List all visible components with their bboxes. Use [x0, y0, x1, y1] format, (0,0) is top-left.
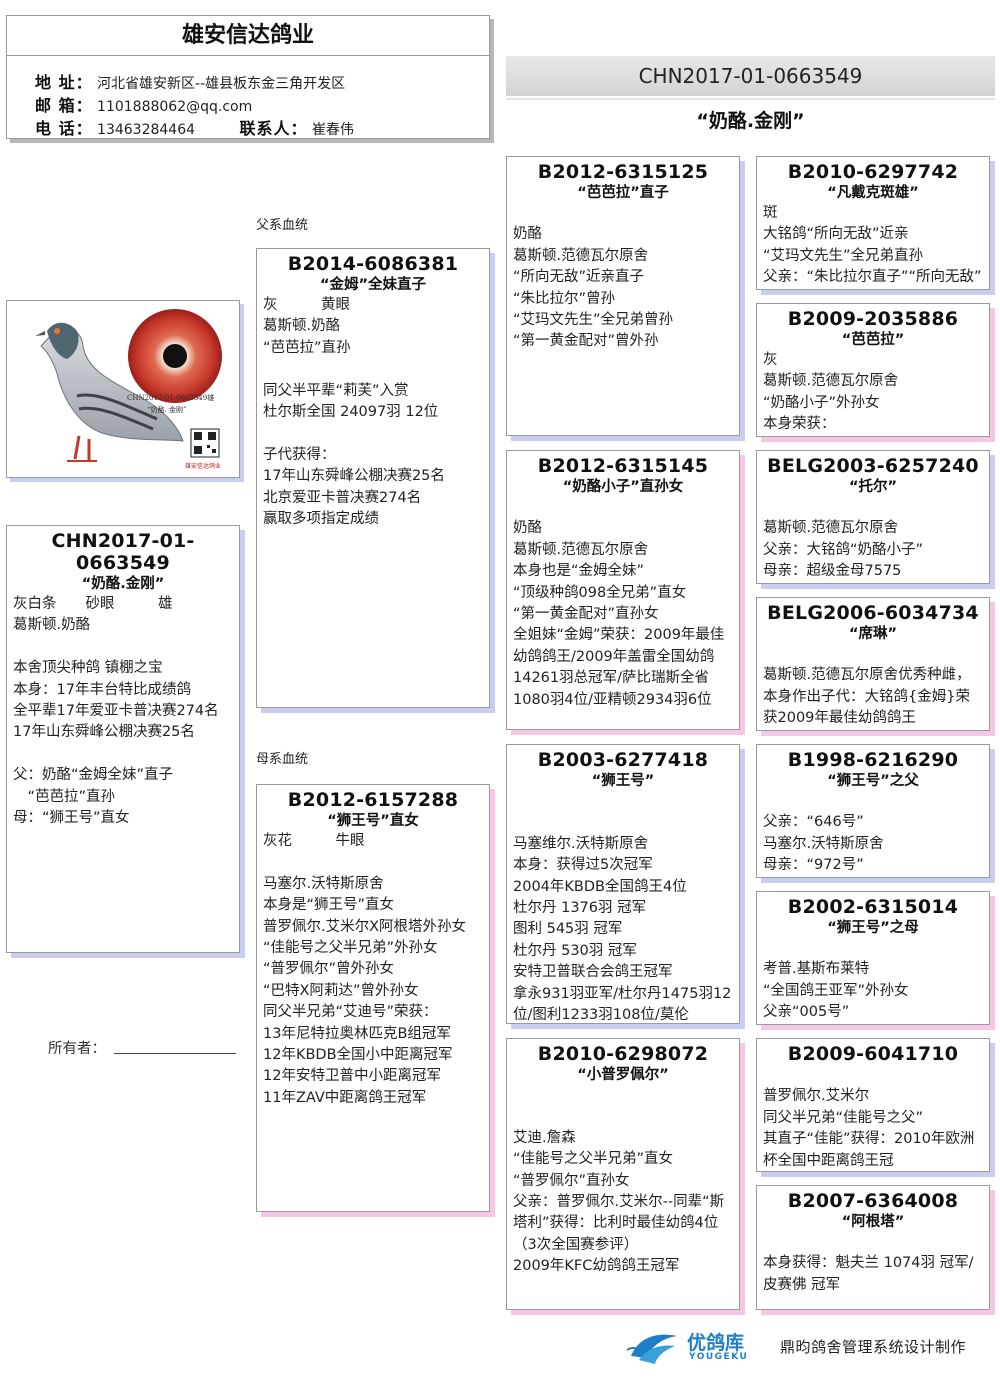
title-pigeon-name: “奶酪.金刚”	[696, 110, 805, 132]
dam-dam-ring: B2010-6298072	[537, 1043, 709, 1065]
dam-sire-card: B2003-6277418 “狮王号” 马塞维尔.沃特斯原舍 本身：获得过5次冠…	[506, 744, 740, 1024]
photo-logo-text: 雄安信达鸽业	[185, 463, 222, 470]
sss-card: B2010-6297742 “凡戴克斑雄” 斑 大铭鸽“所向无敌”近亲 “艾玛文…	[756, 156, 990, 290]
dss-details: 父亲：“646号” 马塞尔.沃特斯原舍 母亲：“972号”	[763, 814, 884, 874]
footer-brand-en: YOUGEKU	[689, 1352, 749, 1362]
email-value[interactable]: 1101888062@qq.com	[97, 99, 253, 115]
ssd-details: 灰 葛斯顿.范德瓦尔原舍 “奶酪小子”外孙女 本身荣获：	[763, 352, 899, 433]
yougeku-logo-icon	[626, 1334, 677, 1364]
sire-dam-ring: B2012-6315145	[537, 455, 709, 477]
email-row: 邮 箱： 1101888062@qq.com	[35, 92, 252, 116]
address-value: 河北省雄安新区--雄县板东金三角开发区	[97, 76, 346, 92]
dam-line-label: 母系血统	[256, 752, 309, 767]
company-name: 雄安信达鸽业	[7, 16, 489, 56]
sire-sire-name: “芭芭拉”直子	[577, 185, 669, 201]
sdd-details: 葛斯顿.范德瓦尔原舍优秀种雌，本身作出子代：大铭鸽{金姆}荣获2009年最佳幼鸽…	[763, 667, 971, 727]
footer-brand-cn: 优鸽库	[687, 1332, 745, 1354]
phone-label: 电 话：	[35, 119, 93, 138]
address-row: 地 址： 河北省雄安新区--雄县板东金三角开发区	[35, 69, 345, 93]
sire-line-label: 父系血统	[256, 218, 309, 233]
dam-sire-ring: B2003-6277418	[537, 749, 709, 771]
phone-value: 13463284464	[97, 122, 196, 138]
dss-card: B1998-6216290 “狮王号”之父 父亲：“646号” 马塞尔.沃特斯原…	[756, 744, 990, 878]
sire-sire-card: B2012-6315125 “芭芭拉”直子 奶酪 葛斯顿.范德瓦尔原舍 “所向无…	[506, 156, 740, 436]
photo-caption-name: “奶酪. 金刚”	[147, 406, 187, 414]
dsd-name: “狮王号”之母	[827, 920, 919, 936]
sire-dam-details: 奶酪 葛斯顿.范德瓦尔原舍 本身也是“金姆全妹” “顶级种鸽098全兄弟”直女 …	[513, 520, 725, 708]
subject-card: CHN2017-01-0663549 “奶酪.金刚” 灰白条 砂眼 雄 葛斯顿.…	[6, 525, 240, 953]
dds-details: 普罗佩尔.艾米尔 同父半兄弟“佳能号之父” 其直子“佳能”获得：2010年欧洲杯…	[763, 1088, 975, 1169]
ssd-card: B2009-2035886 “芭芭拉” 灰 葛斯顿.范德瓦尔原舍 “奶酪小子”外…	[756, 303, 990, 437]
sdd-name: “席琳”	[848, 626, 898, 642]
sds-ring: BELG2003-6257240	[767, 455, 979, 477]
dds-ring: B2009-6041710	[787, 1043, 959, 1065]
ddd-card: B2007-6364008 “阿根塔” 本身获得：魁夫兰 1074羽 冠军/皮赛…	[756, 1185, 990, 1310]
footer-credit: 鼎昀鸽舍管理系统设计制作	[780, 1338, 967, 1356]
dam-details: 灰花 牛眼 马塞尔.沃特斯原舍 本身是“狮王号”直女 普罗佩尔.艾米尔X阿根塔外…	[263, 833, 467, 1106]
sss-ring: B2010-6297742	[787, 161, 959, 183]
dam-card: B2012-6157288 “狮王号”直女 灰花 牛眼 马塞尔.沃特斯原舍 本身…	[256, 784, 490, 1212]
dam-dam-card: B2010-6298072 “小普罗佩尔” 艾迪.詹森 “佳能号之父半兄弟”直女…	[506, 1038, 740, 1310]
pigeon-photo: CHN2017-01-0663549雄 “奶酪. 金刚” 雄安信达鸽业	[6, 300, 240, 478]
contact-label: 联系人：	[239, 119, 308, 138]
email-label: 邮 箱：	[35, 96, 93, 115]
sire-dam-name: “奶酪小子”直孙女	[562, 479, 684, 495]
dsd-card: B2002-6315014 “狮王号”之母 考普.基斯布莱特 “全国鸽王亚军”外…	[756, 891, 990, 1025]
dds-card: B2009-6041710 普罗佩尔.艾米尔 同父半兄弟“佳能号之父” 其直子“…	[756, 1038, 990, 1172]
ssd-ring: B2009-2035886	[787, 308, 959, 330]
sss-details: 斑 大铭鸽“所向无敌”近亲 “艾玛文先生”全兄弟直孙 父亲：“朱比拉尔直子”“所…	[763, 205, 982, 286]
ddd-ring: B2007-6364008	[787, 1190, 959, 1212]
subject-details: 灰白条 砂眼 雄 葛斯顿.奶酪 本舍顶尖种鸽 镇棚之宝 本身：17年丰台特比成绩…	[13, 596, 219, 827]
pigeon-illustration	[35, 309, 222, 462]
company-header: 雄安信达鸽业 地 址： 河北省雄安新区--雄县板东金三角开发区 邮 箱： 110…	[6, 15, 490, 139]
dam-ring: B2012-6157288	[287, 789, 459, 811]
subject-name: “奶酪.金刚”	[81, 576, 165, 592]
contact-value: 崔春伟	[311, 122, 354, 138]
ddd-name: “阿根塔”	[841, 1214, 905, 1230]
sdd-ring: BELG2006-6034734	[767, 602, 979, 624]
dam-dam-name: “小普罗佩尔”	[577, 1067, 669, 1083]
dam-dam-details: 艾迪.詹森 “佳能号之父半兄弟”直女 “普罗佩尔”直孙女 父亲：普罗佩尔.艾米尔…	[513, 1129, 725, 1275]
sire-card: B2014-6086381 “金姆”全妹直子 灰 黄眼 葛斯顿.奶酪 “芭芭拉”…	[256, 248, 490, 708]
address-label: 地 址：	[35, 73, 93, 92]
sire-sire-details: 奶酪 葛斯顿.范德瓦尔原舍 “所向无敌”近亲直子 “朱比拉尔”曾孙 “艾玛文先生…	[513, 226, 674, 350]
title-divider	[506, 98, 995, 100]
sds-card: BELG2003-6257240 “托尔” 葛斯顿.范德瓦尔原舍 父亲：大铭鸽“…	[756, 450, 990, 584]
dam-sire-name: “狮王号”	[591, 773, 655, 789]
subject-ring: CHN2017-01-0663549	[51, 530, 195, 574]
photo-caption-ring: CHN2017-01-0663549雄	[127, 394, 215, 402]
dam-name: “狮王号”直女	[327, 813, 419, 829]
dss-ring: B1998-6216290	[787, 749, 959, 771]
dsd-ring: B2002-6315014	[787, 896, 959, 918]
dam-sire-details: 马塞维尔.沃特斯原舍 本身：获得过5次冠军 2004年KBDB全国鸽王4位 杜尔…	[513, 835, 732, 1024]
sds-name: “托尔”	[848, 479, 898, 495]
sire-ring: B2014-6086381	[287, 253, 459, 275]
owner-label: 所有者：	[48, 1041, 106, 1057]
sire-dam-card: B2012-6315145 “奶酪小子”直孙女 奶酪 葛斯顿.范德瓦尔原舍 本身…	[506, 450, 740, 730]
phone-row: 电 话： 13463284464 联系人： 崔春伟	[35, 115, 354, 138]
sds-details: 葛斯顿.范德瓦尔原舍 父亲：大铭鸽“奶酪小子” 母亲：超级金母7575	[763, 520, 924, 580]
sss-name: “凡戴克斑雄”	[827, 185, 919, 201]
dss-name: “狮王号”之父	[827, 773, 919, 789]
dsd-details: 考普.基斯布莱特 “全国鸽王亚军”外孙女 父亲“005号”	[763, 961, 909, 1021]
sire-sire-ring: B2012-6315125	[537, 161, 709, 183]
ssd-name: “芭芭拉”	[841, 332, 905, 348]
sire-name: “金姆”全妹直子	[319, 277, 427, 293]
sire-details: 灰 黄眼 葛斯顿.奶酪 “芭芭拉”直孙 同父半平辈“莉芙”入赏 杜尔斯全国 24…	[263, 297, 445, 528]
footer-logo: 优鸽库 YOUGEKU	[625, 1326, 765, 1366]
owner-field[interactable]	[114, 1053, 236, 1054]
sdd-card: BELG2006-6034734 “席琳” 葛斯顿.范德瓦尔原舍优秀种雌，本身作…	[756, 597, 990, 731]
title-ring-band: CHN2017-01-0663549	[506, 56, 995, 96]
ddd-details: 本身获得：魁夫兰 1074羽 冠军/皮赛佛 冠军	[763, 1255, 974, 1293]
